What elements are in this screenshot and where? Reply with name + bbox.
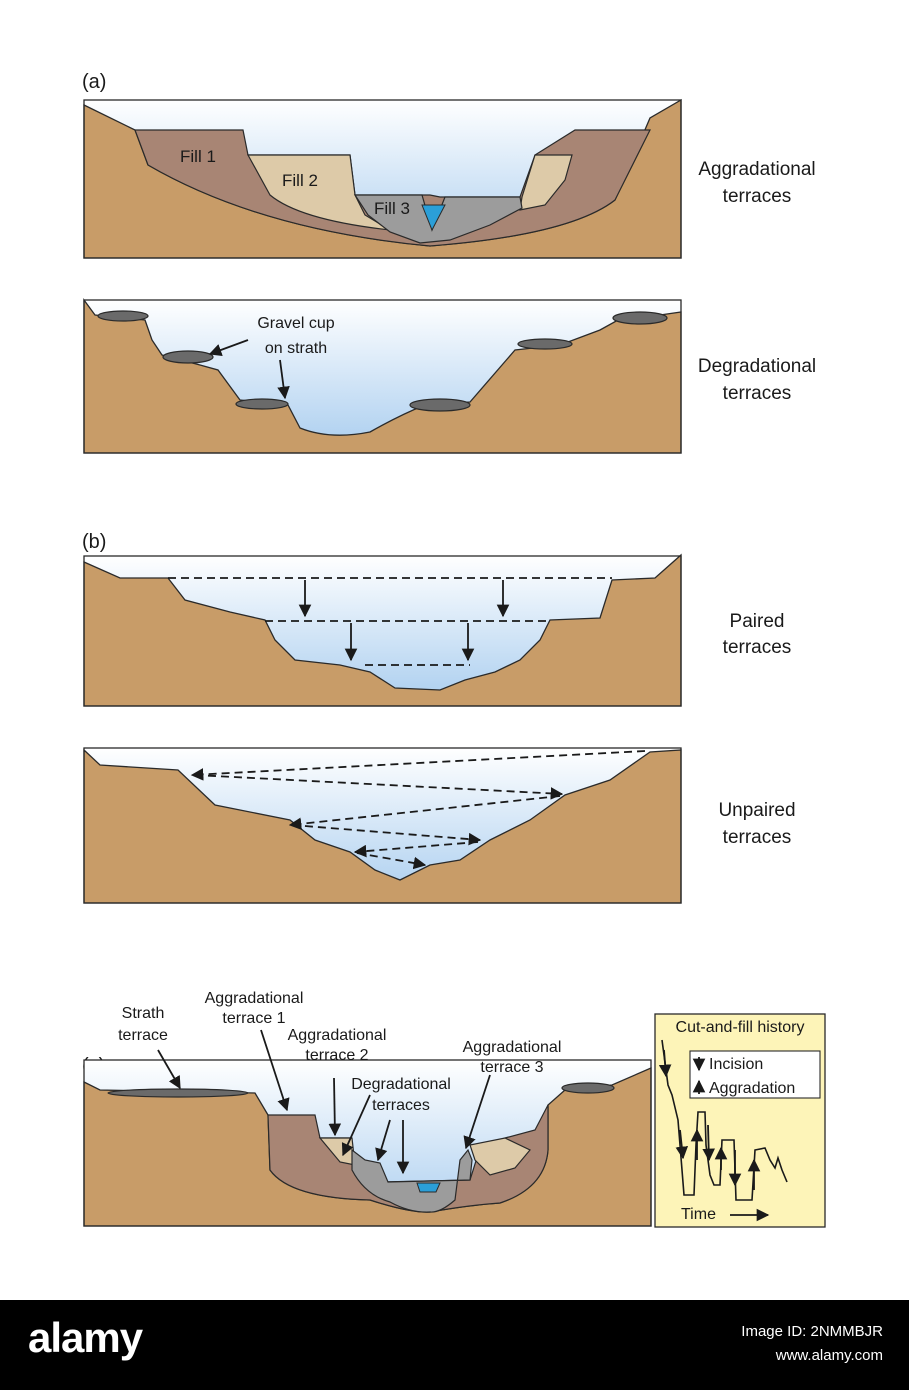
agg3-arrow <box>463 1074 491 1150</box>
paired-bedrock <box>83 553 682 707</box>
strath-gravel-cap-right <box>561 1082 615 1094</box>
fill-3-label: Fill 3 <box>374 199 410 218</box>
river-terraces-diagram: (a) Fill 1 Fill 2 Fill 3 Aggradational t… <box>82 71 826 1228</box>
deg-terraces-label-line2: terraces <box>372 1097 430 1114</box>
degradational-bedrock <box>83 298 682 454</box>
deg-arrow-1 <box>341 1094 371 1157</box>
inset-title: Cut-and-fill history <box>676 1019 805 1036</box>
unpaired-terraces-label-line2: terraces <box>723 827 792 848</box>
strath-arrow <box>157 1049 181 1090</box>
site-url[interactable]: www.alamy.com <box>775 1347 883 1364</box>
gravel-cap-3 <box>235 398 289 410</box>
gravel-cap-1 <box>97 310 149 322</box>
aggradational-terraces-label-line1: Aggradational <box>698 159 815 180</box>
river-water-c <box>416 1182 441 1193</box>
panel-a-letter: (a) <box>82 71 106 93</box>
cut-and-fill-history-curve <box>661 1039 788 1201</box>
cut-and-fill-section <box>83 1029 652 1227</box>
image-info: Image ID: 2NMMBJR www.alamy.com <box>741 1320 883 1368</box>
aggradational-terraces-label-line2: terraces <box>723 186 792 207</box>
terrace-fill-3 <box>351 1148 473 1213</box>
panel-b-letter: (b) <box>82 531 106 553</box>
terrace-fill-1 <box>267 1104 549 1213</box>
stock-footer-bar: alamy Image ID: 2NMMBJR www.alamy.com <box>0 1300 909 1390</box>
agg-terrace-1-label-line2: terrace 1 <box>222 1010 285 1027</box>
cut-and-fill-history-inset: Cut-and-fill history Incision Aggradatio… <box>654 1013 826 1228</box>
gravel-cap-label-line2: on strath <box>265 340 327 357</box>
gravel-cap-label-line1: Gravel cup <box>257 315 334 332</box>
agg2-arrow <box>328 1077 342 1137</box>
paired-terraces-label-line1: Paired <box>730 611 785 632</box>
agg-terrace-3-label-line1: Aggradational <box>463 1039 562 1056</box>
agg-terrace-1-label-line1: Aggradational <box>205 990 304 1007</box>
degradational-terraces-label-line1: Degradational <box>698 356 816 377</box>
paired-section <box>83 553 682 707</box>
strath-terrace-label-line1: Strath <box>122 1005 165 1022</box>
degradational-terraces-label-line2: terraces <box>723 383 792 404</box>
gravel-cap-arrow-2 <box>277 359 290 400</box>
time-axis-label: Time <box>681 1206 716 1223</box>
gravel-cap-4 <box>409 398 471 412</box>
deg-terraces-label-line1: Degradational <box>351 1076 451 1093</box>
gravel-cap-5 <box>517 338 573 350</box>
gravel-cap-6 <box>612 311 668 325</box>
unpaired-terraces-label-line1: Unpaired <box>718 800 795 821</box>
fill-2-deposit <box>246 154 391 231</box>
deg-arrow-2 <box>375 1119 391 1162</box>
agg-terrace-2-label-line1: Aggradational <box>288 1027 387 1044</box>
river-water <box>421 204 446 232</box>
fill-1-label: Fill 1 <box>180 147 216 166</box>
gravel-cap-2 <box>162 350 214 364</box>
aggradation-legend-label: Aggradation <box>709 1080 795 1097</box>
agg1-arrow <box>260 1029 290 1112</box>
strath-gravel-cap <box>107 1088 249 1098</box>
agg-terrace-3-label-line2: terrace 3 <box>480 1059 543 1076</box>
fill-2-label: Fill 2 <box>282 171 318 190</box>
strath-terrace-label-line2: terrace <box>118 1027 168 1044</box>
gravel-cap-arrow-1 <box>208 339 249 356</box>
alamy-logo[interactable]: alamy <box>28 1314 143 1361</box>
degradational-section: Gravel cup on strath <box>83 298 682 454</box>
incision-legend-label: Incision <box>709 1056 763 1073</box>
paired-terraces-label-line2: terraces <box>723 637 792 658</box>
aggradational-section: Fill 1 Fill 2 Fill 3 <box>83 98 682 259</box>
agg-terrace-2-label-line2: terrace 2 <box>305 1047 368 1064</box>
image-id: Image ID: 2NMMBJR <box>741 1323 883 1340</box>
inset-legend <box>689 1050 821 1099</box>
unpaired-bedrock <box>83 748 682 904</box>
unpaired-section <box>83 747 682 904</box>
